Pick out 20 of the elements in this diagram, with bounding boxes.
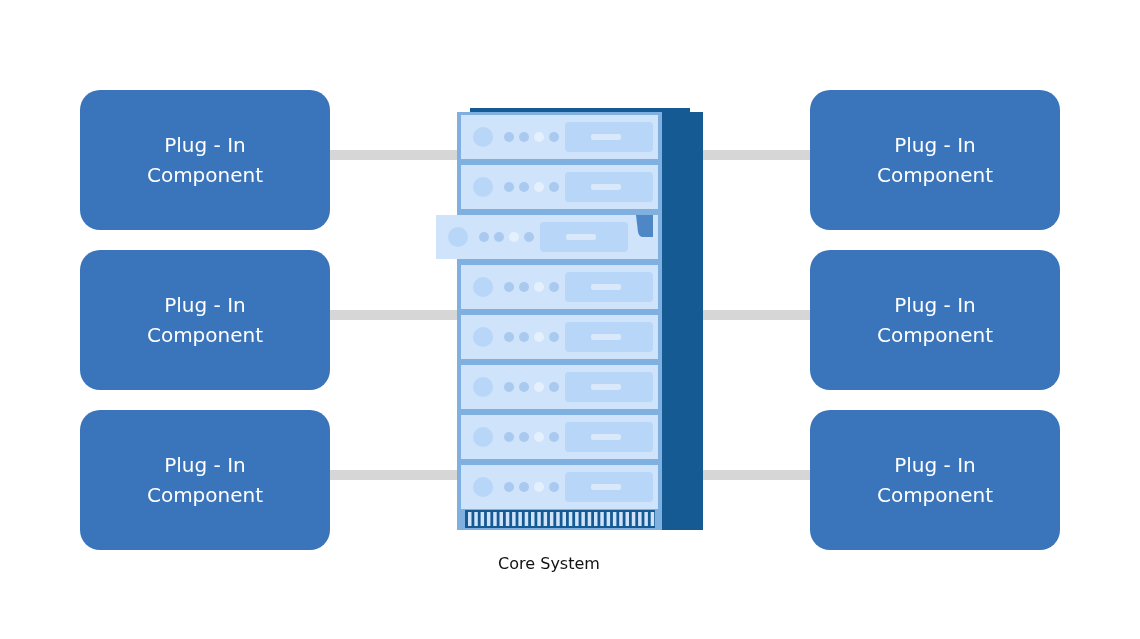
connector-line [703, 150, 810, 160]
component-box [80, 250, 330, 390]
box-label: Plug - In Component [875, 132, 995, 189]
component-box [80, 90, 330, 230]
component-box [810, 250, 1060, 390]
box-label: Plug - In Component [145, 292, 265, 349]
component-box [80, 410, 330, 550]
component-box [810, 410, 1060, 550]
node-label: Core System [498, 554, 600, 573]
server-rack-drawing [436, 108, 703, 530]
connector-line [330, 310, 457, 320]
box-label: Plug - In Component [875, 292, 995, 349]
connector-line [703, 310, 810, 320]
box-label: Plug - In Component [145, 452, 265, 509]
component-box [810, 90, 1060, 230]
box-label: Plug - In Component [145, 132, 265, 189]
connector-line [330, 150, 457, 160]
connector-line [330, 470, 457, 480]
box-label: Plug - In Component [875, 452, 995, 509]
connector-line [703, 470, 810, 480]
